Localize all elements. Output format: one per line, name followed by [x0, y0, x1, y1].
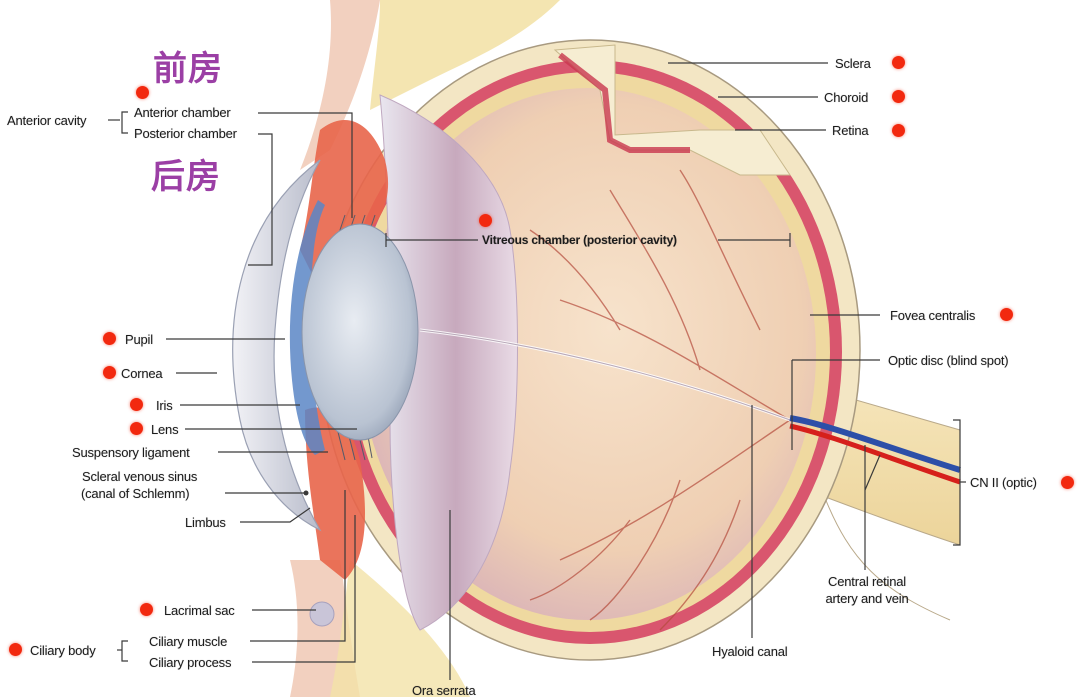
label-ora-serrata: Ora serrata — [412, 683, 476, 698]
label-sclera: Sclera — [835, 56, 871, 71]
label-iris: Iris — [156, 398, 173, 413]
label-anterior-chamber: Anterior chamber — [134, 105, 231, 120]
label-lacrimal-sac: Lacrimal sac — [164, 603, 235, 618]
label-central-retinal: Central retinal — [828, 574, 906, 589]
anterior-chamber-zh-annotation: 前房 — [153, 49, 223, 89]
label-scleral-venous-sinus: Scleral venous sinus — [82, 469, 198, 484]
marker-dot-pupil — [103, 332, 116, 345]
marker-dot-iris — [130, 398, 143, 411]
label-retina: Retina — [832, 123, 869, 138]
label-pupil: Pupil — [125, 332, 153, 347]
label-anterior-cavity: Anterior cavity — [7, 113, 87, 128]
label-cn-ii-optic: CN II (optic) — [970, 475, 1037, 490]
posterior-chamber-zh-annotation: 后房 — [151, 157, 221, 197]
label-ciliary-process: Ciliary process — [149, 655, 232, 670]
label-hyaloid-canal: Hyaloid canal — [712, 644, 788, 659]
label-cornea: Cornea — [121, 366, 163, 381]
marker-dot-choroid — [892, 90, 905, 103]
marker-dot-cn-ii — [1061, 476, 1074, 489]
label-choroid: Choroid — [824, 90, 869, 105]
label-canal-of-schlemm: (canal of Schlemm) — [81, 486, 190, 501]
marker-dot-lens — [130, 422, 143, 435]
marker-dot-sclera — [892, 56, 905, 69]
label-vitreous-chamber: Vitreous chamber (posterior cavity) — [482, 233, 677, 247]
label-suspensory-ligament: Suspensory ligament — [72, 445, 190, 460]
marker-dot-anterior-chamber — [136, 86, 149, 99]
marker-dot-vitreous-chamber — [479, 214, 492, 227]
label-ciliary-muscle: Ciliary muscle — [149, 634, 228, 649]
marker-dot-retina — [892, 124, 905, 137]
label-ciliary-body: Ciliary body — [30, 643, 96, 658]
label-artery-and-vein: artery and vein — [825, 591, 909, 606]
label-optic-disc: Optic disc (blind spot) — [888, 353, 1009, 368]
marker-dot-fovea-centralis — [1000, 308, 1013, 321]
label-lens: Lens — [151, 422, 179, 437]
label-posterior-chamber: Posterior chamber — [134, 126, 237, 141]
marker-dot-lacrimal-sac — [140, 603, 153, 616]
label-limbus: Limbus — [185, 515, 226, 530]
marker-dot-cornea — [103, 366, 116, 379]
marker-dot-ciliary-body — [9, 643, 22, 656]
label-fovea-centralis: Fovea centralis — [890, 308, 976, 323]
